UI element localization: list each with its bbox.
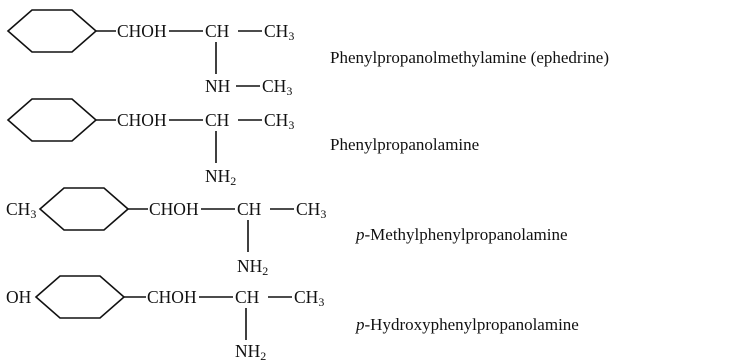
chain-b: CH bbox=[237, 199, 262, 219]
amine: NH2 bbox=[237, 256, 268, 278]
chain-b: CH bbox=[205, 110, 230, 130]
chain-c: CH3 bbox=[264, 21, 294, 43]
chain-a: CHOH bbox=[147, 287, 197, 307]
amine: NH2 bbox=[205, 166, 236, 188]
name-prefix: p bbox=[355, 225, 365, 244]
amine-tail-text: CH bbox=[262, 76, 287, 96]
chain-c-text: CH bbox=[294, 287, 319, 307]
chain-c-text: CH bbox=[264, 21, 289, 41]
compound-p-hydroxyphenylpropanolamine: OH CHOH CH CH3 NH2 p-Hydroxyphenylpropan… bbox=[6, 275, 579, 361]
compound-phenylpropanolamine: CHOH CH CH3 NH2 Phenylpropanolamine bbox=[6, 98, 479, 188]
benzene-ring bbox=[38, 187, 130, 231]
ring-prefix: OH bbox=[6, 287, 32, 307]
amine-text: NH bbox=[205, 166, 231, 186]
ring-prefix-text: OH bbox=[6, 287, 32, 307]
chain-a: CHOH bbox=[149, 199, 199, 219]
compound-p-methylphenylpropanolamine: CH3 CHOH CH CH3 NH2 p-Methylphenylpropan… bbox=[6, 187, 568, 278]
amine: NH bbox=[205, 76, 231, 96]
ring-prefix-subscript: 3 bbox=[30, 207, 36, 221]
chain-c-text: CH bbox=[296, 199, 321, 219]
chain-c-subscript: 3 bbox=[318, 295, 324, 309]
chain-c: CH3 bbox=[296, 199, 326, 221]
amine-subscript: 2 bbox=[260, 349, 266, 361]
chain-a: CHOH bbox=[117, 21, 167, 41]
amine-text: NH bbox=[237, 256, 263, 276]
benzene-ring bbox=[34, 275, 126, 319]
ring-prefix: CH3 bbox=[6, 199, 36, 221]
name-text: -Methylphenylpropanolamine bbox=[365, 225, 568, 244]
amine: NH2 bbox=[235, 341, 266, 361]
amine-text: NH bbox=[235, 341, 261, 361]
chain-c: CH3 bbox=[264, 110, 294, 132]
amine-tail: CH3 bbox=[262, 76, 292, 98]
benzene-ring bbox=[6, 9, 98, 53]
chain-c-subscript: 3 bbox=[288, 118, 294, 132]
compound-name: Phenylpropanolamine bbox=[330, 135, 479, 154]
compound-name: p-Hydroxyphenylpropanolamine bbox=[355, 315, 579, 334]
amine-subscript: 2 bbox=[230, 174, 236, 188]
amine-tail-subscript: 3 bbox=[286, 84, 292, 98]
name-prefix: p bbox=[355, 315, 365, 334]
amine-subscript: 2 bbox=[262, 264, 268, 278]
chain-c-subscript: 3 bbox=[320, 207, 326, 221]
chain-a: CHOH bbox=[117, 110, 167, 130]
compound-name: p-Methylphenylpropanolamine bbox=[355, 225, 568, 244]
compound-ephedrine: CHOH CH CH3 NH CH3 Phenylpropanolmethyla… bbox=[6, 9, 609, 98]
name-text: -Hydroxyphenylpropanolamine bbox=[365, 315, 579, 334]
chain-b: CH bbox=[205, 21, 230, 41]
chain-b: CH bbox=[235, 287, 260, 307]
chain-c-subscript: 3 bbox=[288, 29, 294, 43]
compound-name: Phenylpropanolmethylamine (ephedrine) bbox=[330, 48, 609, 67]
benzene-ring bbox=[6, 98, 98, 142]
chain-c-text: CH bbox=[264, 110, 289, 130]
chain-c: CH3 bbox=[294, 287, 324, 309]
ring-prefix-text: CH bbox=[6, 199, 31, 219]
